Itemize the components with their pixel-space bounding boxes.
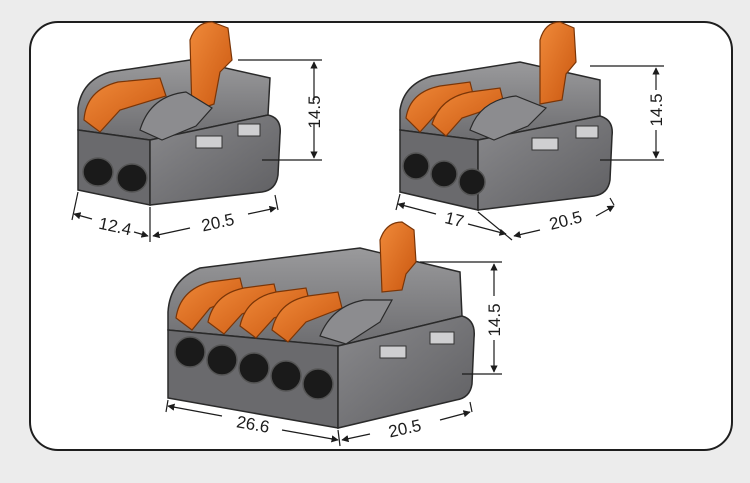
dim-height-3: 14.5	[485, 303, 504, 336]
connector-3-pole	[399, 21, 613, 211]
dim-width-2: 17	[443, 208, 466, 231]
connector-5-pole	[167, 221, 475, 429]
connector-2-pole	[77, 21, 281, 206]
dim-height-2: 14.5	[647, 93, 666, 126]
dim-height-1: 14.5	[305, 95, 324, 128]
